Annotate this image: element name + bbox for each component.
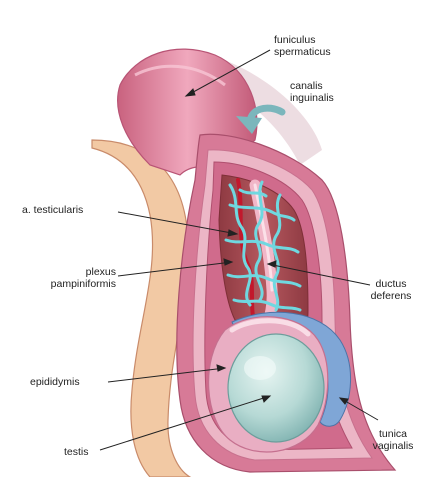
- testis-shape: [228, 334, 324, 442]
- label-ductus-deferens: ductus deferens: [360, 278, 422, 302]
- label-canalis-line2: inguinalis: [290, 92, 334, 104]
- label-plexus-line1: plexus: [18, 266, 116, 278]
- label-tunica-vaginalis: tunica vaginalis: [364, 428, 422, 452]
- label-testis-line1: testis: [64, 446, 89, 458]
- label-testis: testis: [64, 446, 89, 458]
- label-ductus-line1: ductus: [360, 278, 422, 290]
- testis-gloss: [244, 356, 276, 380]
- label-epididymis: epididymis: [30, 376, 80, 388]
- label-tunica-line2: vaginalis: [364, 440, 422, 452]
- label-epididymis-line1: epididymis: [30, 376, 80, 388]
- label-tunica-line1: tunica: [364, 428, 422, 440]
- label-plexus-line2: pampiniformis: [18, 278, 116, 290]
- label-canalis-line1: canalis: [290, 80, 334, 92]
- label-plexus-pampiniformis: plexus pampiniformis: [18, 266, 116, 290]
- label-funiculus-line2: spermaticus: [274, 46, 331, 58]
- label-funiculus-line1: funiculus: [274, 34, 331, 46]
- label-funiculus-spermaticus: funiculus spermaticus: [274, 34, 331, 58]
- label-canalis-inguinalis: canalis inguinalis: [290, 80, 334, 104]
- label-a-testicularis: a. testicularis: [22, 204, 83, 216]
- label-ductus-line2: deferens: [360, 290, 422, 302]
- label-a-testicularis-line1: a. testicularis: [22, 204, 83, 216]
